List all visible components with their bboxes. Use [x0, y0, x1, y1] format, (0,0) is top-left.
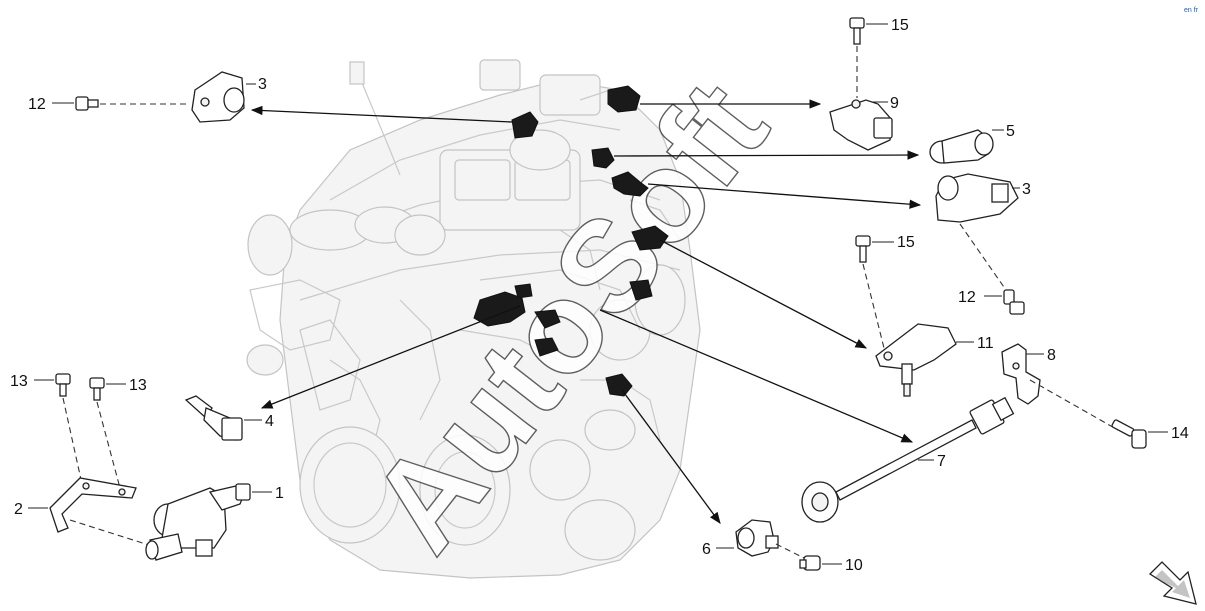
bolt-12-top — [75, 96, 99, 111]
callout-15-top: 15 — [891, 17, 909, 34]
bolt-15-top — [849, 17, 865, 45]
sensor-11 — [875, 323, 957, 397]
callout-10: 10 — [845, 557, 863, 574]
callout-12-top: 12 — [28, 96, 46, 113]
callout-15-mid: 15 — [897, 234, 915, 251]
bracket-2 — [49, 477, 137, 533]
bolt-10 — [799, 555, 821, 571]
callout-6: 6 — [702, 541, 711, 558]
callout-3-top: 3 — [258, 76, 267, 93]
callout-13-left: 13 — [10, 373, 28, 390]
bracket-8 — [1001, 343, 1041, 405]
sensor-4 — [184, 395, 243, 441]
sensor-3-top-left — [191, 71, 245, 123]
callout-13-right: 13 — [129, 377, 147, 394]
bolt-13-right — [89, 377, 105, 401]
bolt-13-left — [55, 373, 71, 397]
valve-1 — [145, 483, 251, 561]
sensor-3-right — [935, 173, 1019, 223]
callout-7: 7 — [937, 453, 946, 470]
callout-9: 9 — [890, 95, 899, 112]
callout-3-right: 3 — [1022, 181, 1031, 198]
leader-arrows — [250, 99, 922, 524]
sensor-5 — [929, 129, 994, 164]
bolt-12-right — [1003, 289, 1025, 315]
callout-11: 11 — [977, 335, 994, 352]
bolt-15-mid — [855, 235, 871, 263]
corner-mark: en fr — [1184, 7, 1199, 14]
callout-12-right: 12 — [958, 289, 976, 306]
callout-4: 4 — [265, 413, 274, 430]
sensor-7 — [801, 396, 1015, 523]
callout-5: 5 — [1006, 123, 1015, 140]
callout-8: 8 — [1047, 347, 1056, 364]
callout-14: 14 — [1171, 425, 1189, 442]
arrow-down-right-icon — [1148, 561, 1197, 605]
sensor-6 — [735, 519, 779, 557]
sensor-9 — [829, 99, 893, 151]
callout-2: 2 — [14, 501, 23, 518]
callout-1: 1 — [275, 485, 284, 502]
engine-block — [246, 59, 701, 579]
bolt-14 — [1111, 419, 1147, 449]
